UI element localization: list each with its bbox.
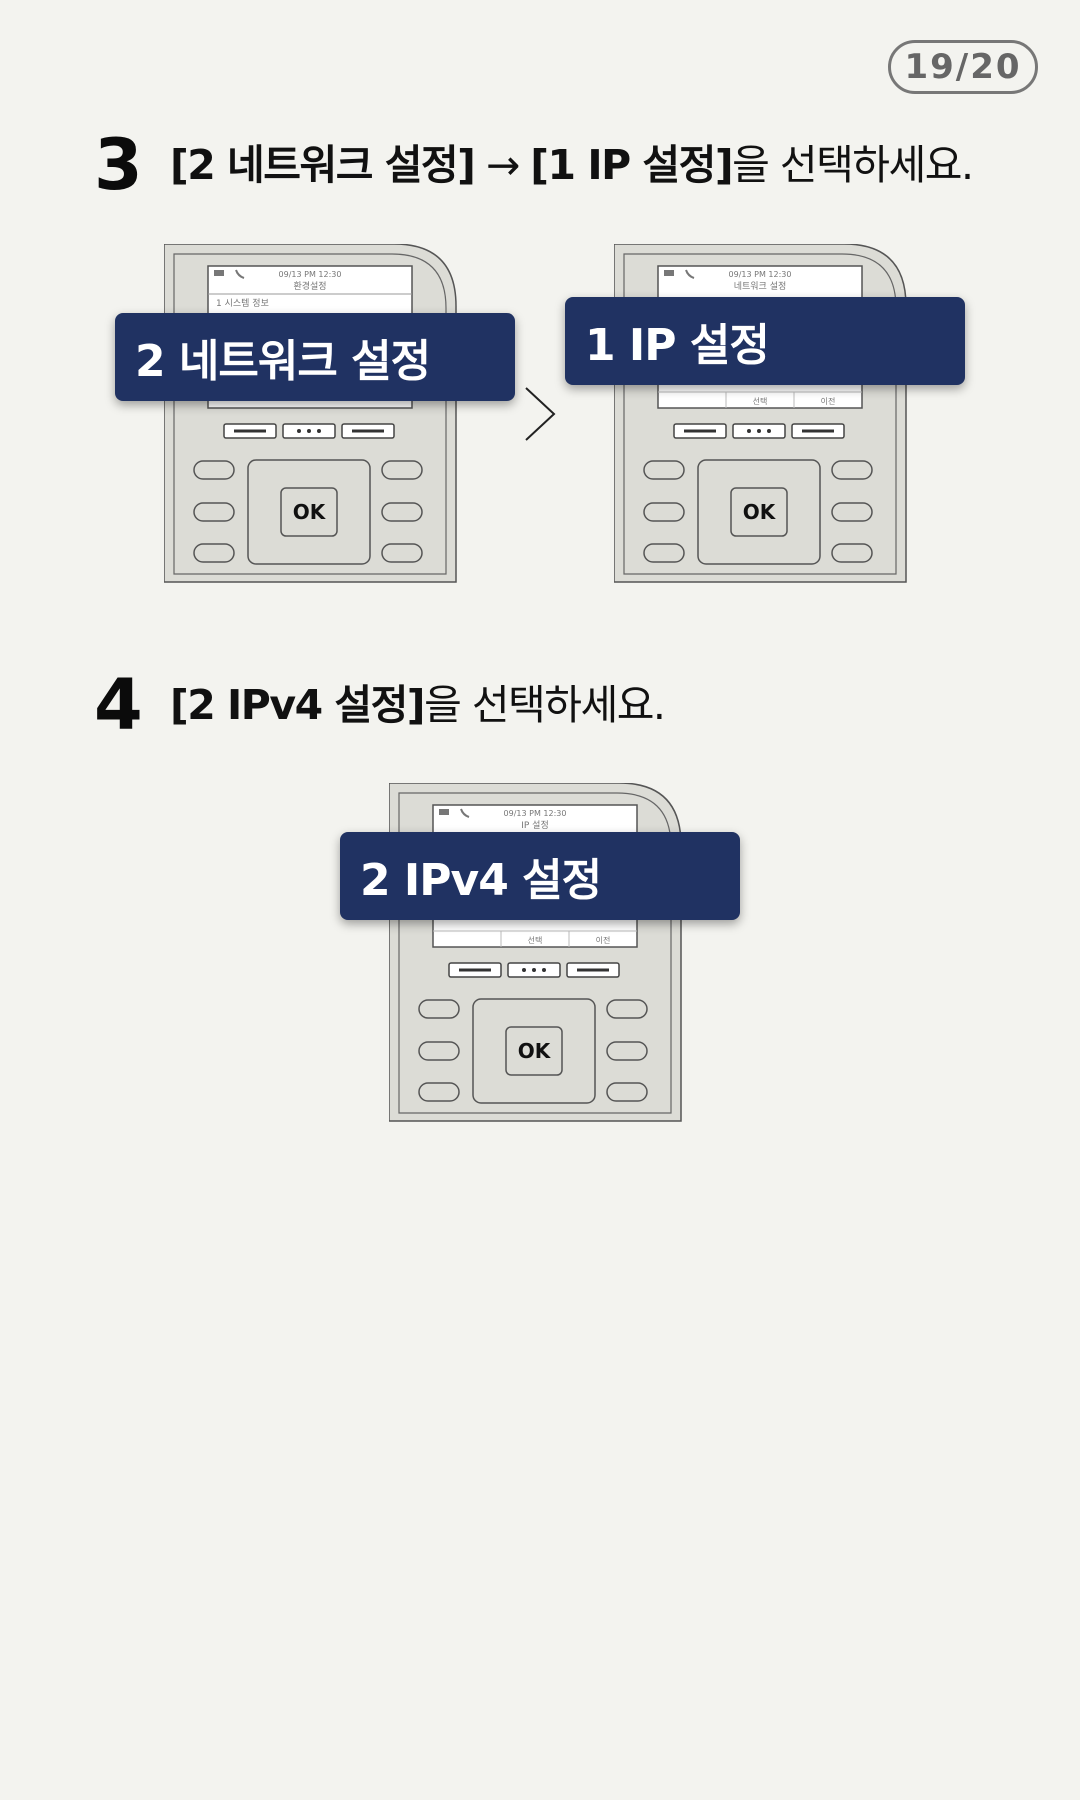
softkey-row — [223, 423, 395, 439]
instruction-menu-2: [1 IP 설정] — [530, 141, 733, 189]
ethernet-icon — [664, 270, 674, 276]
screen-menu-item: 1 시스템 정보 — [216, 297, 269, 309]
phone-icon — [235, 269, 245, 279]
phone-icon — [460, 808, 470, 818]
side-key[interactable] — [418, 999, 460, 1019]
ok-button[interactable] — [730, 487, 788, 537]
screen-softkey-select: 선택 — [753, 396, 768, 406]
screen-softkey-back: 이전 — [821, 396, 836, 406]
page-indicator-badge: 19/20 — [888, 40, 1038, 94]
screen-softkey-select: 선택 — [528, 935, 543, 945]
side-key[interactable] — [643, 460, 685, 480]
side-key[interactable] — [606, 1041, 648, 1061]
side-keys — [193, 460, 423, 563]
ok-button-label: OK — [293, 500, 327, 524]
menu-callout-ipv4-settings: 2 IPv4 설정 — [340, 832, 740, 920]
instruction-arrow: → — [474, 141, 531, 189]
step-instruction: [2 네트워크 설정] → [1 IP 설정]을 선택하세요. — [170, 140, 974, 190]
screen-datetime: 09/13 PM 12:30 — [279, 270, 342, 279]
side-key[interactable] — [381, 460, 423, 480]
phone-illustration-ip: 09/13 PM 12:30 네트워크 설정 선택 이전 OK — [614, 244, 908, 584]
instruction-rest: 을 선택하세요. — [732, 141, 974, 189]
side-key[interactable] — [381, 502, 423, 522]
side-key[interactable] — [193, 460, 235, 480]
side-key[interactable] — [643, 502, 685, 522]
phone-illustration-network: 09/13 PM 12:30 환경설정 1 시스템 정보 OK — [164, 244, 458, 584]
phone-icon — [685, 269, 695, 279]
ok-button[interactable] — [505, 1026, 563, 1076]
side-key[interactable] — [418, 1041, 460, 1061]
screen-softkey-back: 이전 — [596, 935, 611, 945]
instruction-menu-1: [2 IPv4 설정] — [170, 681, 426, 729]
menu-callout-ip-settings: 1 IP 설정 — [565, 297, 965, 385]
side-key[interactable] — [643, 543, 685, 563]
screen-datetime: 09/13 PM 12:30 — [504, 809, 567, 818]
side-key[interactable] — [606, 999, 648, 1019]
softkey-row — [673, 423, 845, 439]
side-key[interactable] — [831, 460, 873, 480]
ok-button-label: OK — [518, 1039, 552, 1063]
screen-title: 네트워크 설정 — [734, 281, 787, 292]
step-instruction: [2 IPv4 설정]을 선택하세요. — [170, 680, 666, 730]
side-key[interactable] — [831, 502, 873, 522]
side-key[interactable] — [606, 1082, 648, 1102]
ok-button[interactable] — [280, 487, 338, 537]
ethernet-icon — [214, 270, 224, 276]
screen-datetime: 09/13 PM 12:30 — [729, 270, 792, 279]
step-number: 3 — [94, 124, 143, 206]
screen-title: IP 설정 — [521, 820, 549, 831]
chevron-right-icon — [520, 384, 560, 448]
instruction-rest: 을 선택하세요. — [424, 681, 666, 729]
menu-callout-network-settings: 2 네트워크 설정 — [115, 313, 515, 401]
instruction-menu-1: [2 네트워크 설정] — [170, 141, 476, 189]
step-number: 4 — [94, 664, 143, 746]
side-key[interactable] — [831, 543, 873, 563]
softkey-row — [448, 962, 620, 978]
side-key[interactable] — [193, 502, 235, 522]
ethernet-icon — [439, 809, 449, 815]
side-key[interactable] — [193, 543, 235, 563]
side-keys — [643, 460, 873, 563]
side-key[interactable] — [381, 543, 423, 563]
ok-button-label: OK — [743, 500, 777, 524]
screen-title: 환경설정 — [293, 280, 326, 292]
side-key[interactable] — [418, 1082, 460, 1102]
side-keys — [418, 999, 648, 1102]
